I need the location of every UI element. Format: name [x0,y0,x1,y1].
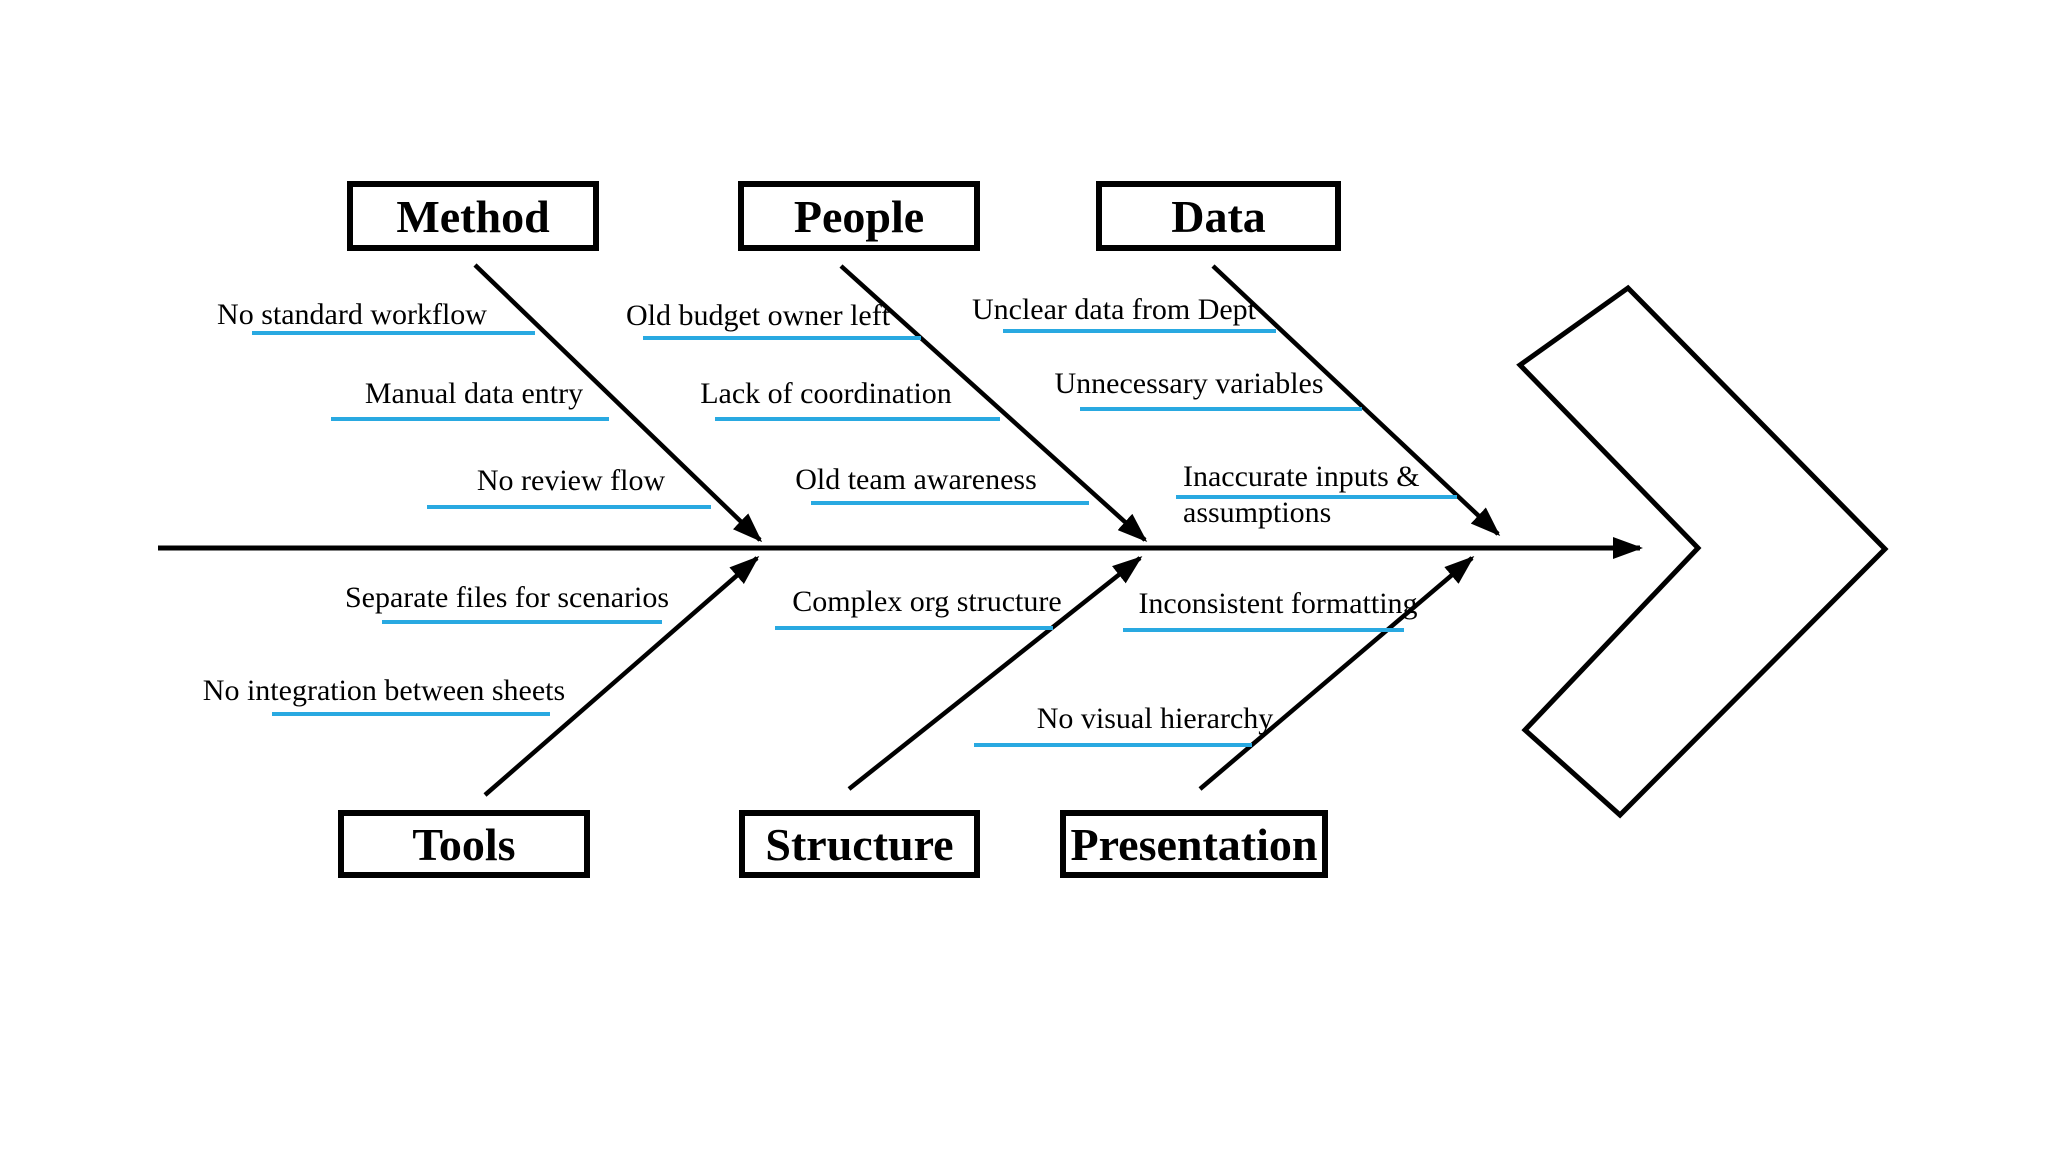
cause-label-inconsistent-formatting: Inconsistent formatting [1138,587,1418,620]
branch-line-data [1211,264,1501,537]
category-box-structure: Structure [739,810,980,878]
branch-line-structure [847,556,1143,791]
cause-label-no-standard-workflow: No standard workflow [217,298,487,331]
cause-label-line-2: assumptions [1183,496,1332,529]
cause-label-old-team-awareness: Old team awareness [795,463,1037,496]
category-box-method: Method [347,181,599,251]
cause-label-unnecessary-variables: Unnecessary variables [1054,367,1324,400]
cause-label-complex-org-structure: Complex org structure [792,585,1062,618]
category-box-presentation: Presentation [1060,810,1328,878]
cause-label-line-1: Inaccurate inputs & [1183,460,1420,493]
category-box-tools: Tools [338,810,590,878]
cause-label-old-budget-owner-left: Old budget owner left [625,299,891,332]
cause-label-no-integration-between-sheets: No integration between sheets [202,674,566,707]
cause-label-inaccurate-inputs-assumptions: Inaccurate inputs & assumptions [1183,459,1420,531]
cause-label-separate-files-for-scenarios: Separate files for scenarios [344,581,670,614]
category-box-data: Data [1096,181,1341,251]
cause-label-no-review-flow: No review flow [476,464,666,497]
branch-line-tools [483,556,760,797]
branch-line-method [473,263,763,543]
cause-label-no-visual-hierarchy: No visual hierarchy [1036,702,1274,735]
branch-line-presentation [1198,556,1475,791]
effect-chevron-shape [1516,284,1889,819]
cause-label-unclear-data-from-dept: Unclear data from Dept [971,293,1257,326]
cause-label-lack-of-coordination: Lack of coordination [700,377,952,410]
cause-label-manual-data-entry: Manual data entry [364,377,584,410]
category-box-people: People [738,181,980,251]
branch-line-people [839,264,1148,543]
